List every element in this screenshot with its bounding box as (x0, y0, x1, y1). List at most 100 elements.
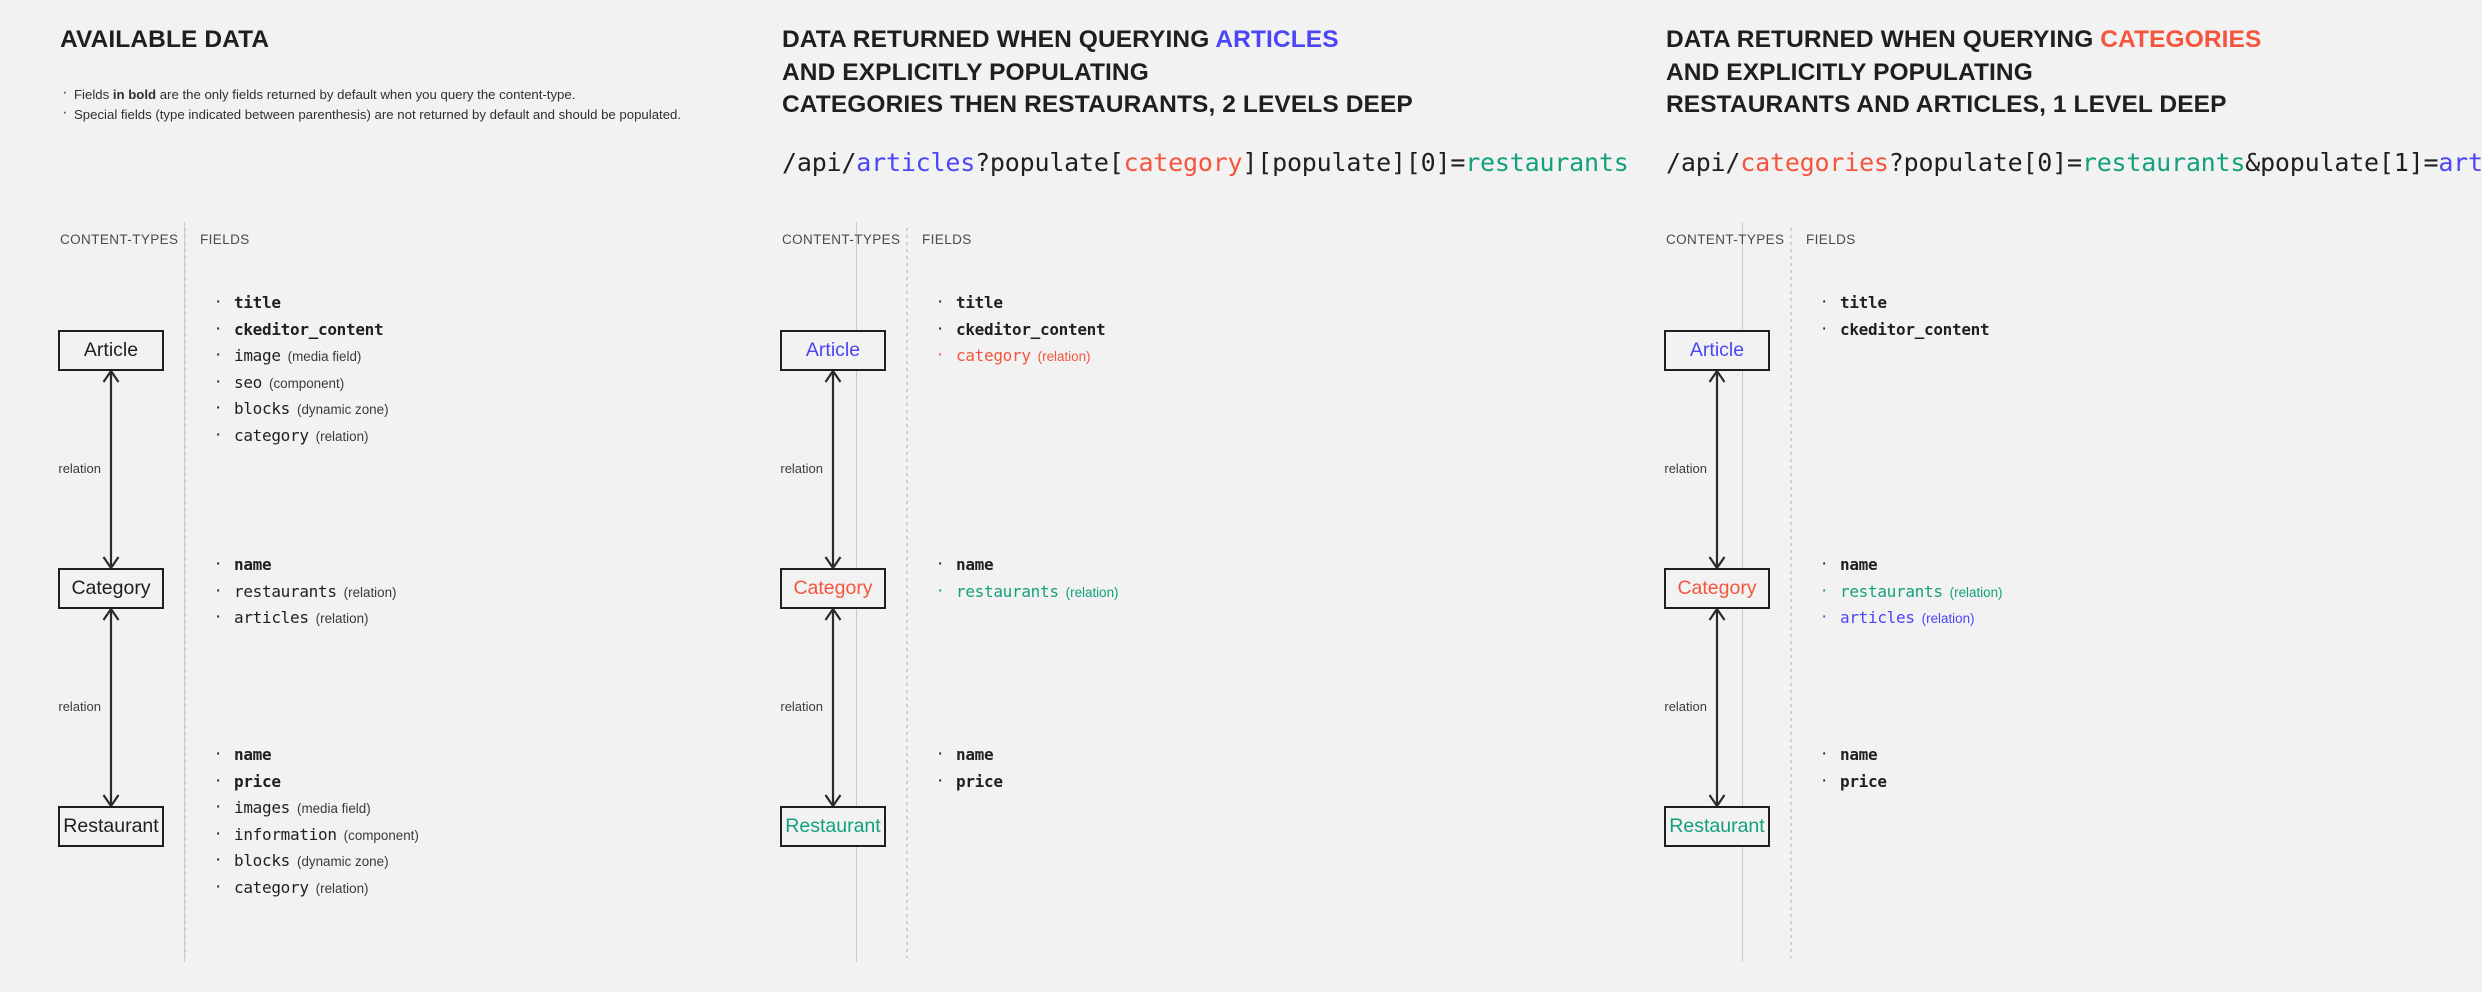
field-list-restaurant: ·name·price·images(media field)·informat… (212, 742, 419, 902)
relation-arrow-svg (824, 371, 842, 568)
api-url-segment: ?populate[ (975, 148, 1124, 177)
relation-arrow-svg (102, 371, 120, 568)
bullet-icon: · (937, 344, 944, 366)
field-name: category (234, 425, 309, 445)
heading-segment: DATA RETURNED WHEN QUERYING (1666, 26, 2101, 53)
bullet-icon: · (215, 370, 222, 392)
legend-note-item: Special fields (type indicated between p… (60, 103, 760, 125)
field-list-category: ·name·restaurants(relation)·articles(rel… (212, 552, 397, 632)
heading-segment: AND EXPLICITLY POPULATING (782, 58, 1149, 86)
field-row: ·restaurants(relation) (212, 579, 397, 606)
field-row: ·name (934, 742, 1003, 769)
api-url-segment: restaurants (1465, 148, 1629, 177)
field-name: restaurants (1840, 581, 1943, 601)
relation-arrow-label: relation (1664, 698, 1707, 714)
panel-heading: AVAILABLE DATA (60, 24, 269, 57)
entity-box-category[interactable]: Category (58, 568, 164, 609)
relation-arrow (819, 609, 847, 806)
field-type: (relation) (315, 428, 369, 444)
bullet-icon: · (215, 769, 222, 791)
field-name: price (956, 771, 1003, 791)
entity-box-category[interactable]: Category (1664, 568, 1770, 609)
entity-box-restaurant[interactable]: Restaurant (58, 806, 164, 847)
field-row: · price (1818, 769, 1887, 796)
field-list-category: ·name·restaurants(relation)·articles(rel… (1818, 552, 2003, 632)
api-url-segment: articles (856, 148, 976, 177)
entity-box-article[interactable]: Article (58, 330, 164, 371)
bullet-icon: · (215, 291, 222, 312)
api-url-segment: ][populate][0]= (1242, 148, 1466, 177)
field-list-restaurant: ·name·price (934, 742, 1003, 795)
field-row: ·title (212, 290, 389, 317)
entity-box-category[interactable]: Category (780, 568, 886, 609)
entity-box-article[interactable]: Article (780, 330, 886, 371)
field-row: ·name (212, 742, 419, 769)
field-row: ·name (1818, 552, 2003, 579)
field-name: title (1840, 293, 1887, 312)
entity-box-label: Restaurant (1669, 815, 1765, 837)
field-name: ckeditor_content (234, 319, 384, 339)
entity-box-label: Restaurant (63, 815, 159, 837)
field-name: name (234, 745, 272, 764)
entity-box-restaurant[interactable]: Restaurant (780, 806, 886, 847)
field-name: price (234, 771, 281, 791)
bullet-icon: · (215, 423, 222, 445)
legend-note-item: Fields in bold are the only fields retur… (60, 83, 760, 105)
field-name: name (956, 555, 994, 574)
field-type: (dynamic zone) (297, 402, 389, 418)
api-url-segment: ?populate[0]= (1888, 148, 2082, 177)
field-name: price (1840, 771, 1887, 791)
field-type: (relation) (1037, 349, 1091, 365)
bullet-icon: · (1821, 317, 1828, 339)
relation-arrow-label: relation (1664, 460, 1707, 476)
field-list-restaurant: ·name·price (1818, 742, 1887, 795)
field-type: (relation) (315, 880, 369, 896)
bullet-icon: · (1821, 769, 1828, 791)
field-row: · category (relation) (212, 423, 389, 450)
field-row: ·articles(relation) (1818, 605, 2003, 632)
field-row: ·blocks(dynamic zone) (212, 396, 389, 423)
column-label-fields: FIELDS (200, 232, 250, 247)
api-url-segment: categories (1740, 148, 1889, 177)
relation-arrow (819, 371, 847, 568)
entity-box-restaurant[interactable]: Restaurant (1664, 806, 1770, 847)
bullet-icon: · (215, 579, 222, 601)
field-type: (component) (269, 375, 345, 391)
column-label-content-types: CONTENT-TYPES (60, 232, 179, 247)
bullet-icon: · (937, 291, 944, 312)
field-type: (relation) (1949, 584, 2003, 600)
api-url-segment: &populate[1]= (2245, 148, 2439, 177)
field-list-article: ·title·ckeditor_content·category(relatio… (934, 290, 1106, 370)
heading-line: AVAILABLE DATA (60, 24, 269, 57)
field-row: ·seo(component) (212, 370, 389, 397)
entity-box-label: Restaurant (785, 815, 881, 837)
api-url-segment: /api/ (1666, 148, 1741, 177)
api-url-segment: articles (2438, 148, 2482, 177)
field-name: title (956, 293, 1003, 312)
entity-box-label: Category (71, 577, 151, 599)
legend-note-list: Fields in bold are the only fields retur… (60, 83, 760, 125)
relation-arrow-svg (102, 609, 120, 806)
field-type: (relation) (315, 611, 369, 627)
relation-arrow-label: relation (780, 698, 823, 714)
api-url-segment: restaurants (2081, 148, 2246, 177)
relation-arrow (1703, 371, 1731, 568)
relation-arrow-label: relation (58, 698, 101, 714)
heading-segment: RESTAURANTS AND ARTICLES, 1 LEVEL DEEP (1666, 91, 2227, 118)
field-row: ·images(media field) (212, 795, 419, 822)
relation-arrow-label: relation (58, 460, 101, 476)
panel-available-data: AVAILABLE DATA Fields in bold are the onl… (0, 0, 860, 992)
entity-box-article[interactable]: Article (1664, 330, 1770, 371)
field-name: ckeditor_content (1840, 319, 1990, 339)
entity-box-label: Article (83, 339, 139, 361)
bullet-icon: · (215, 796, 222, 818)
bullet-icon: · (215, 317, 222, 339)
field-type: (relation) (1921, 611, 1975, 627)
api-url-segment: /api/ (782, 148, 857, 177)
field-type: (relation) (1065, 584, 1119, 600)
bullet-icon: · (1821, 606, 1828, 628)
field-name: articles (234, 608, 309, 628)
bullet-icon: · (215, 875, 222, 897)
